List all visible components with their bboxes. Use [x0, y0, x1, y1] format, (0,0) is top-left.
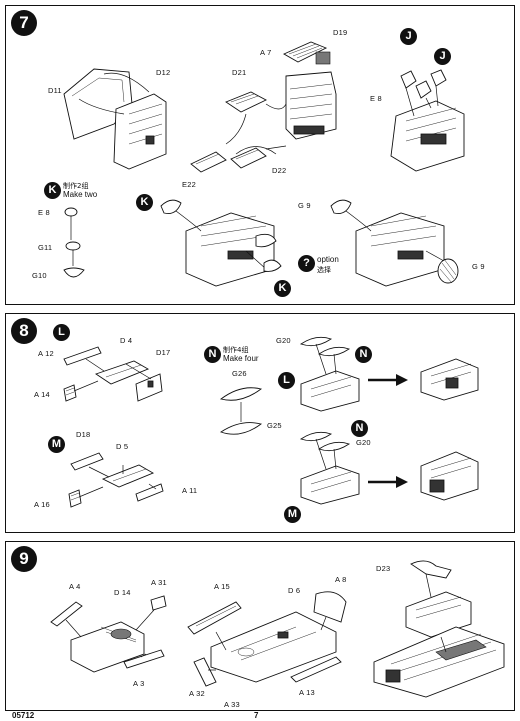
engine-block-drawing — [190, 41, 337, 173]
badge-m: M — [284, 506, 301, 523]
part-label-a16: A 16 — [34, 500, 50, 509]
n-subassembly-drawing — [219, 387, 263, 435]
option-cn: 选择 — [317, 266, 331, 274]
part-label-g11: G11 — [38, 243, 53, 252]
n-m-assembly-drawing — [299, 431, 360, 505]
make-four-cn: 制作4组 — [223, 346, 249, 354]
badge-n: N — [204, 346, 221, 363]
part-label-d23: D23 — [376, 564, 391, 573]
completed-l-assembly-drawing — [420, 358, 479, 401]
arrow-icon — [368, 476, 408, 488]
completed-m-assembly-drawing — [420, 451, 479, 501]
make-four-en: Make four — [223, 354, 259, 363]
part-label-e8: E 8 — [370, 94, 382, 103]
catalog-code: 05712 — [12, 711, 35, 720]
badge-m: M — [48, 436, 65, 453]
step-number-badge: 7 — [11, 10, 37, 36]
part-label-d12: D12 — [156, 68, 171, 77]
engine-j-drawing — [390, 69, 465, 172]
k-subassembly-drawing — [63, 207, 85, 278]
step-number-badge: 8 — [11, 318, 37, 344]
badge-k: K — [136, 194, 153, 211]
step-number-badge: 9 — [11, 546, 37, 572]
part-label-g20: G20 — [276, 336, 291, 345]
badge-n: N — [351, 420, 368, 437]
badge-j: J — [434, 48, 451, 65]
badge-n: N — [355, 346, 372, 363]
badge-k: K — [274, 280, 291, 297]
part-label-d19: D19 — [333, 28, 348, 37]
step-9-panel: 9 A 4 D 14 A 31 A 3 A 15 D 6 A — [5, 541, 515, 711]
make-two-cn: 制作2组 — [63, 182, 89, 190]
part-label-e22: E22 — [182, 180, 196, 189]
part-label-d22: D22 — [272, 166, 287, 175]
make-two-en: Make two — [63, 190, 98, 199]
part-label-g9: G 9 — [472, 262, 485, 271]
part-label-a12: A 12 — [38, 349, 54, 358]
part-label-a13: A 13 — [299, 688, 315, 697]
part-label-a32: A 32 — [189, 689, 205, 698]
part-label-a33: A 33 — [224, 700, 240, 709]
hull-deck-drawing — [187, 591, 347, 687]
part-label-g25: G25 — [267, 421, 282, 430]
engine-k-drawing — [160, 199, 282, 287]
engine-bracket-drawing — [63, 68, 167, 170]
part-label-g26: G26 — [232, 369, 247, 378]
part-label-d11: D11 — [48, 86, 62, 95]
part-label-d21: D21 — [232, 68, 247, 77]
part-label-d18: D18 — [76, 430, 91, 439]
part-label-d6: D 6 — [288, 586, 301, 595]
step-8-panel: 8 L A 12 D 4 D17 A 14 M D18 D 5 A 11 — [5, 313, 515, 533]
part-label-d5: D 5 — [116, 442, 129, 451]
step-7-panel: 7 D11 D12 A 7 — [5, 5, 515, 305]
part-label-d14: D 14 — [114, 588, 131, 597]
part-label-a15: A 15 — [214, 582, 230, 591]
arrow-icon — [368, 374, 408, 386]
hull-assembly-drawing — [373, 560, 505, 698]
n-l-assembly-drawing — [299, 336, 360, 412]
part-label-a7: A 7 — [260, 48, 272, 57]
part-label-d17: D17 — [156, 348, 171, 357]
badge-option: ? — [298, 255, 315, 272]
part-label-a14: A 14 — [34, 390, 50, 399]
l-subassembly-drawing — [63, 346, 163, 402]
part-label-g20: G20 — [356, 438, 371, 447]
badge-l: L — [53, 324, 70, 341]
m-subassembly-drawing — [68, 452, 164, 508]
part-label-a8: A 8 — [335, 575, 347, 584]
page-number: 7 — [254, 711, 259, 720]
part-label-a31: A 31 — [151, 578, 167, 587]
option-en: option — [317, 255, 339, 264]
part-label-e8: E 8 — [38, 208, 50, 217]
badge-k: K — [44, 182, 61, 199]
part-label-a4: A 4 — [69, 582, 81, 591]
part-label-a11: A 11 — [182, 486, 198, 495]
part-label-g10: G10 — [32, 271, 47, 280]
part-label-a3: A 3 — [133, 679, 145, 688]
badge-j: J — [400, 28, 417, 45]
engine-mount-drawing — [50, 595, 167, 673]
badge-l: L — [278, 372, 295, 389]
part-label-g9: G 9 — [298, 201, 311, 210]
part-label-d4: D 4 — [120, 336, 133, 345]
engine-g9-drawing — [330, 199, 459, 287]
